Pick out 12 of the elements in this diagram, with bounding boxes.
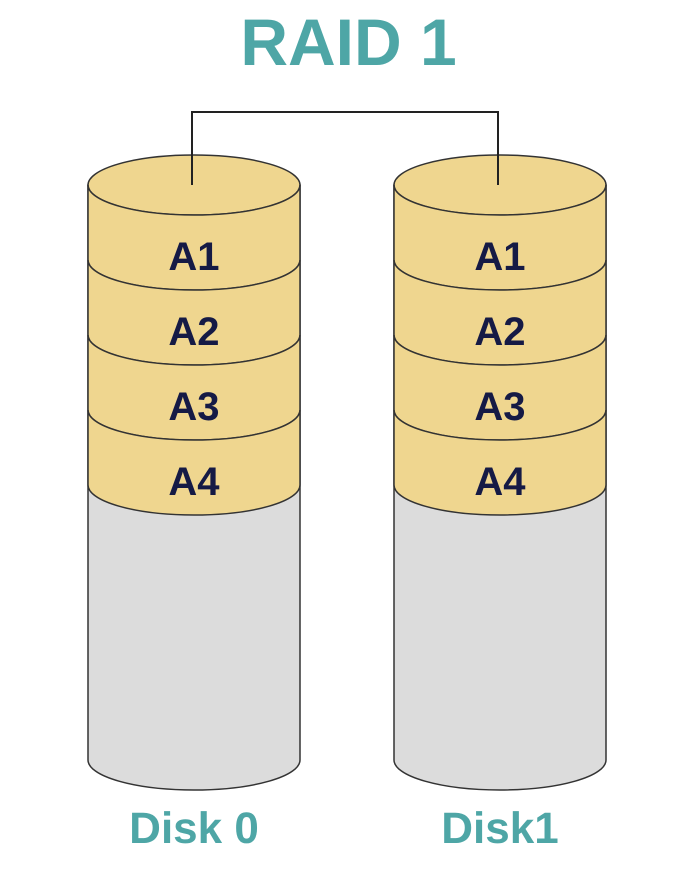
block-label: A4 xyxy=(473,460,527,504)
connector-line xyxy=(191,111,499,185)
block-label: A2 xyxy=(167,310,221,354)
block-label: A3 xyxy=(473,385,527,429)
block-label: A1 xyxy=(473,235,527,279)
block-label: A4 xyxy=(167,460,221,504)
block-label: A1 xyxy=(167,235,221,279)
block-label: A2 xyxy=(473,310,527,354)
block-label: A3 xyxy=(167,385,221,429)
title: RAID 1 xyxy=(239,4,458,81)
disk-label: Disk1 xyxy=(440,803,560,855)
disk-label: Disk 0 xyxy=(128,803,260,855)
